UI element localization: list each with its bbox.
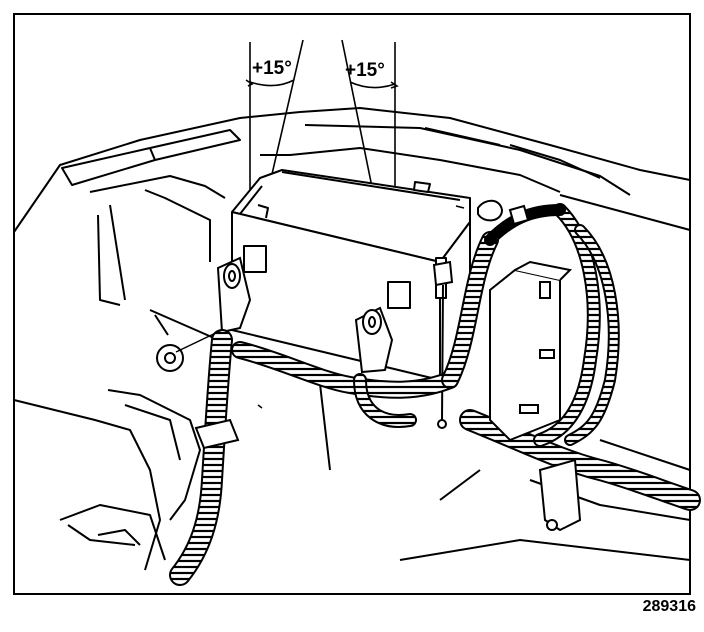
positive-cable-clamp xyxy=(354,306,394,374)
angle-label-right: +15° xyxy=(345,60,385,81)
bolt-icon xyxy=(432,260,454,429)
engine-compartment-body xyxy=(13,107,691,571)
negative-cable-clamp xyxy=(216,256,252,334)
angle-label-left: +15° xyxy=(252,58,292,79)
fuse-block-icon xyxy=(489,260,573,442)
wire-harness-icon xyxy=(169,203,701,586)
detail-strokes xyxy=(175,205,465,409)
figure-number: 289316 xyxy=(642,598,696,615)
